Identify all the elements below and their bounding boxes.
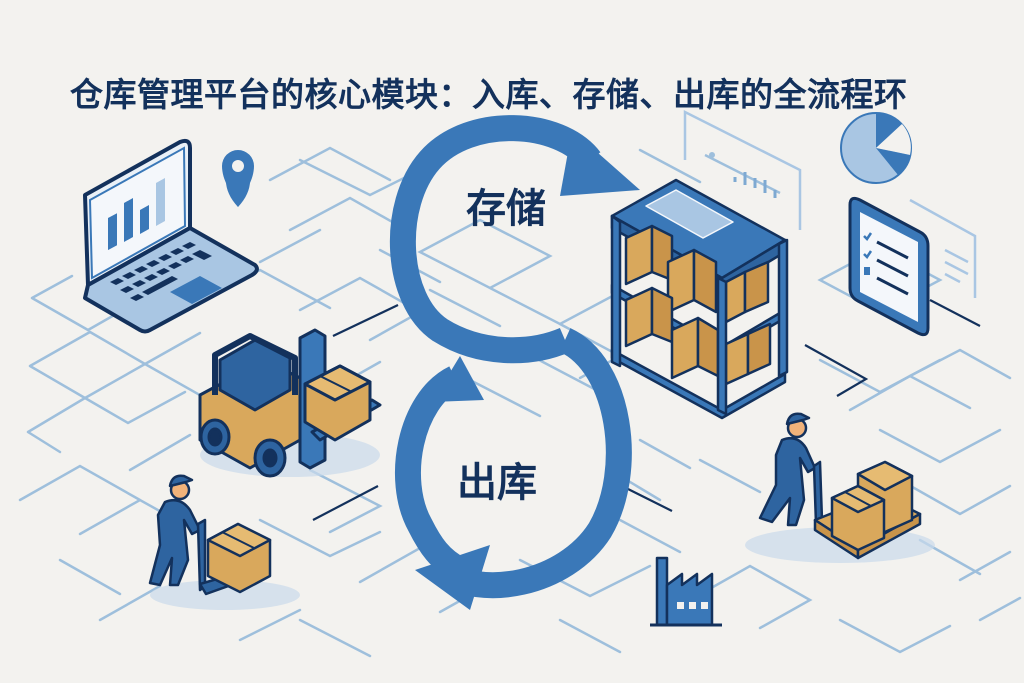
arrowhead-outbound-icon bbox=[415, 545, 490, 610]
bar-chart-panel bbox=[683, 109, 802, 230]
factory-icon bbox=[650, 556, 722, 627]
document-panel bbox=[909, 198, 977, 298]
storage-loop-arc bbox=[389, 115, 601, 364]
arrowhead-return-icon bbox=[432, 356, 484, 402]
location-pin-icon bbox=[222, 150, 254, 207]
page-title: 仓库管理平台的核心模块：入库、存储、出库的全流程环 bbox=[70, 75, 908, 115]
shelf-icon bbox=[610, 178, 789, 420]
outbound-loop-arc bbox=[432, 328, 632, 599]
laptop-icon bbox=[83, 138, 259, 334]
checklist-tablet-icon bbox=[848, 196, 930, 337]
stage-label-storage: 存储 bbox=[466, 186, 546, 232]
pie-chart-icon bbox=[840, 112, 912, 184]
stage-label-outbound: 出库 bbox=[457, 460, 537, 506]
outbound-return-arc bbox=[395, 366, 467, 582]
arrowhead-storage-icon bbox=[560, 130, 640, 196]
worker-pallet-jack-icon bbox=[758, 412, 922, 560]
worker-hand-truck-icon bbox=[148, 474, 272, 596]
forklift-icon bbox=[198, 328, 382, 478]
